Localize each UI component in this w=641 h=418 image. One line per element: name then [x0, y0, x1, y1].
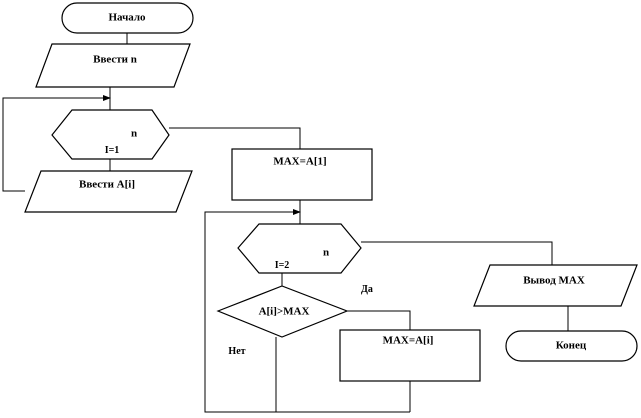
loop2-hexagon — [237, 223, 362, 274]
loop2-var-label: I=2 — [274, 260, 290, 271]
loop1-n-label: n — [130, 127, 138, 140]
output-max-label: Вывод MAX — [523, 274, 585, 287]
input-n-parallelogram — [35, 43, 191, 88]
end-label: Конец — [555, 339, 587, 352]
assign-max-label: MAX=A[i] — [382, 334, 434, 347]
assign-max-process — [339, 329, 481, 382]
input-ai-parallelogram — [24, 170, 193, 213]
input-n-label: Ввести n — [93, 53, 137, 66]
init-max-process — [231, 148, 373, 201]
loop2-n-label: n — [322, 246, 330, 259]
yes-label: Да — [361, 284, 373, 295]
end-terminator — [505, 330, 638, 362]
connector-loop1-return — [2, 95, 111, 192]
init-max-label: MAX=A[1] — [273, 155, 327, 168]
output-max-parallelogram — [473, 264, 638, 307]
connector-loop1-exit — [169, 127, 301, 149]
connector-yes-branch — [347, 310, 411, 330]
connector-loop2-exit — [361, 241, 553, 265]
no-label: Нет — [228, 346, 246, 357]
start-label: Начало — [108, 11, 146, 24]
loop1-var-label: I=1 — [104, 145, 120, 156]
input-ai-label: Ввести A[i] — [79, 178, 135, 191]
loop1-hexagon — [51, 109, 170, 160]
condition-label: A[i]>MAX — [258, 305, 310, 318]
connector-loop2-return — [204, 209, 410, 413]
